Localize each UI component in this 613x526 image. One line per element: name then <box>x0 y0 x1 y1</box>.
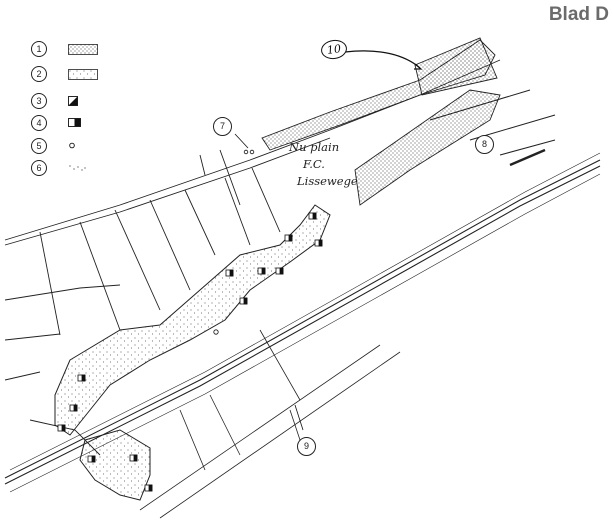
annotation-line-1: Nu plain <box>289 140 340 154</box>
annotation-line-2: F.C. <box>303 157 325 171</box>
bunker-zone <box>54 204 331 501</box>
callout-leaders <box>234 50 423 431</box>
legend-row-3: 3 <box>31 93 111 109</box>
legend-row-6: 6 <box>31 160 111 176</box>
sheet-title: Blad D <box>548 4 609 25</box>
light-dotted-area-icon <box>68 69 98 80</box>
railway <box>4 152 601 493</box>
lower-roads <box>139 329 401 519</box>
callout-8: 8 <box>475 135 494 154</box>
legend-number: 4 <box>31 115 47 131</box>
annotation-line-3: Lissewege <box>297 174 358 188</box>
legend-row-5: 5 <box>31 138 111 154</box>
legend-number: 2 <box>31 66 47 82</box>
callout-9: 9 <box>297 437 316 456</box>
legend-number: 1 <box>31 41 47 57</box>
legend-number: 6 <box>31 160 47 176</box>
legend-row-4: 4 <box>31 115 111 131</box>
callout-7: 7 <box>213 117 232 136</box>
half-filled-square-icon <box>68 96 78 106</box>
bunker-markers <box>57 149 323 492</box>
dotted-areas <box>261 37 501 206</box>
scatter-dots-icon <box>69 165 86 171</box>
legend-row-2: 2 <box>31 66 111 82</box>
small-circle-icon <box>69 142 75 149</box>
legend-number: 5 <box>31 138 47 154</box>
legend-row-1: 1 <box>31 41 111 57</box>
half-filled-rectangle-icon <box>68 118 81 127</box>
legend-number: 3 <box>31 93 47 109</box>
dotted-area-icon <box>68 44 98 55</box>
